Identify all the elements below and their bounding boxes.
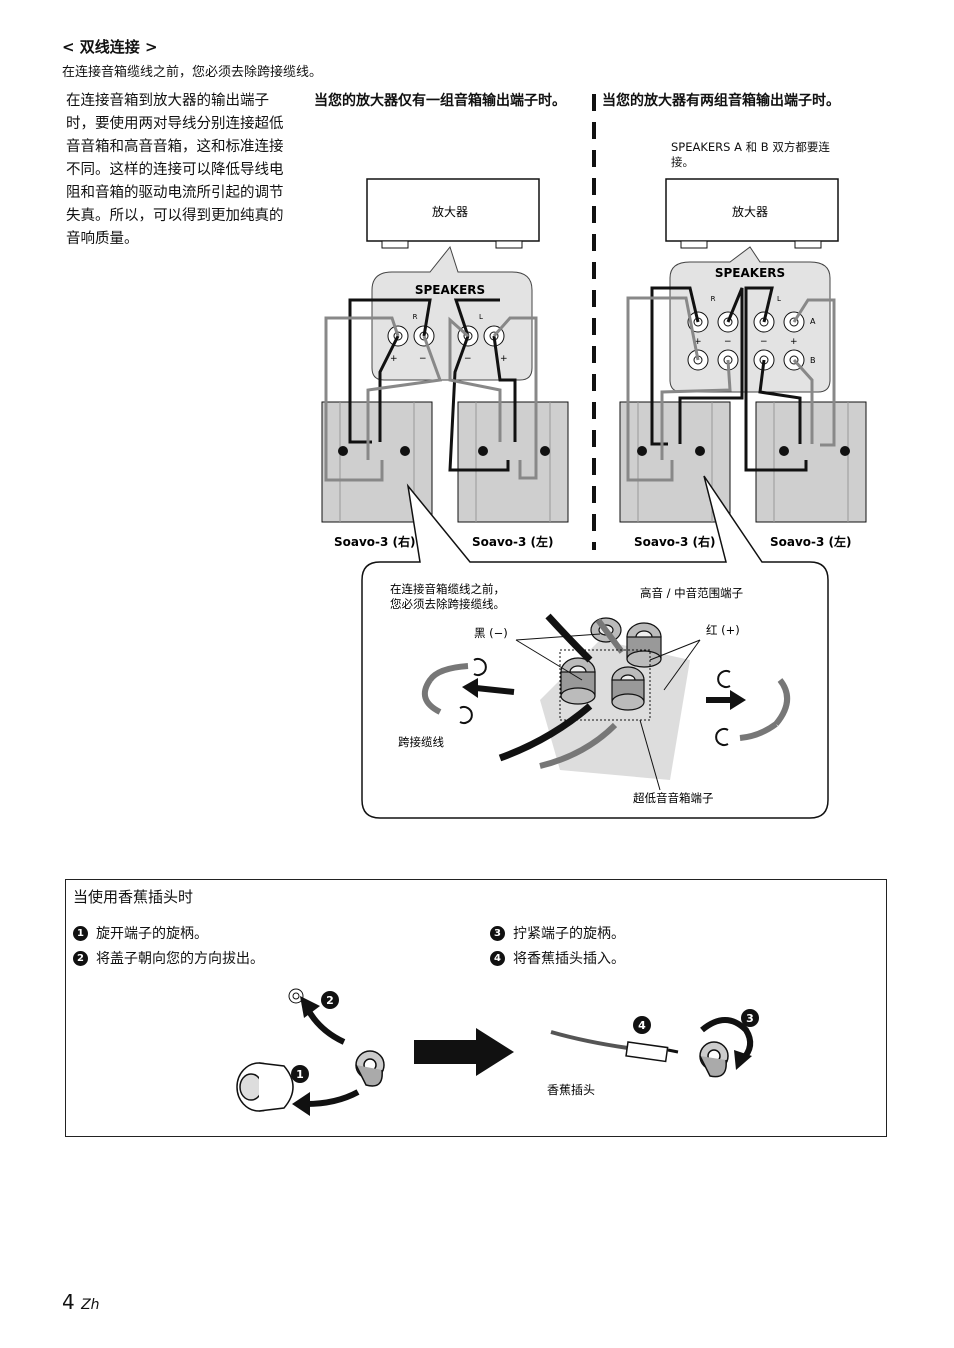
caption-right-1: Soavo-3 (右): [334, 534, 416, 549]
amplifier-left: 放大器: [366, 178, 540, 249]
step-1-marker: [291, 1065, 309, 1083]
step-1-text: 旋开端子的旋柄。: [96, 926, 208, 942]
svg-text:您必须去除跨接缆线。: 您必须去除跨接缆线。: [390, 597, 505, 611]
step-4-number: 4: [490, 950, 505, 966]
svg-text:+: +: [390, 354, 398, 364]
step-4: 4 将香蕉插头插入。: [490, 948, 625, 968]
amplifier-right: 放大器: [665, 178, 839, 249]
svg-text:3: 3: [746, 1012, 754, 1025]
banana-plug-icon: [550, 1030, 679, 1063]
step-3-text: 拧紧端子的旋柄。: [513, 926, 625, 942]
label-l-left: L: [479, 313, 483, 321]
svg-text:+: +: [694, 337, 702, 347]
screw-icon: [288, 988, 304, 1004]
speakers-label-right: SPEAKERS: [715, 266, 785, 280]
amp-label-left: 放大器: [432, 204, 468, 219]
caption-left-2: Soavo-3 (左): [770, 534, 852, 549]
svg-text:+: +: [500, 354, 508, 364]
step-4-marker: [633, 1016, 651, 1034]
terminal-detail-drawing: [421, 613, 790, 791]
svg-text:+: +: [790, 337, 798, 347]
caption-right-2: Soavo-3 (右): [634, 534, 716, 549]
intro-paragraph: 在连接音箱到放大器的输出端子时，要使用两对导线分别连接超低音音箱和高音音箱，这和…: [66, 93, 284, 247]
label-b: B: [810, 356, 816, 365]
step-4-text: 将香蕉插头插入。: [513, 951, 625, 967]
arrow-right-icon: [414, 1028, 514, 1076]
step-3-marker: [741, 1009, 759, 1027]
wiring-diagram: 放大器 SPEAKERS R L + − − +: [321, 178, 867, 819]
detail-jumper: 跨接缆线: [398, 735, 444, 749]
banana-title: 当使用香蕉插头时: [73, 888, 194, 906]
banana-illustration: 2 1 4 3 香蕉插头: [236, 988, 759, 1116]
step-2-marker: [321, 991, 339, 1009]
svg-text:−: −: [724, 337, 732, 347]
step-1-number: 1: [73, 925, 88, 941]
section-title: < 双线连接 >: [62, 38, 158, 56]
cap-icon: [236, 1062, 294, 1112]
right-column-heading: 当您的放大器有两组音箱输出端子时。: [602, 93, 840, 109]
terminal-knob-icon: [355, 1050, 385, 1087]
label-a: A: [810, 317, 816, 326]
svg-text:L: L: [777, 295, 781, 303]
cables-right: [626, 286, 836, 482]
step-3-number: 3: [490, 925, 505, 941]
step-1: 1 旋开端子的旋柄。: [73, 923, 208, 943]
svg-text:1: 1: [296, 1068, 304, 1081]
speaker-left-1: [457, 401, 569, 523]
right-column-note: SPEAKERS A 和 B 双方都要连接。: [671, 140, 830, 169]
step-3: 3 拧紧端子的旋柄。: [490, 923, 625, 943]
banana-plug-box: 当使用香蕉插头时 1 旋开端子的旋柄。 2 将盖子朝向您的方向拔出。 3 拧紧端…: [65, 879, 887, 1137]
column-separator: [592, 94, 596, 550]
panel-left: [371, 245, 533, 381]
svg-text:−: −: [419, 354, 427, 364]
cables-left: [324, 298, 538, 482]
detail-woofer: 超低音音箱端子: [633, 791, 714, 805]
step-2-number: 2: [73, 950, 88, 966]
detail-red: 红 (+): [706, 623, 740, 637]
svg-text:4: 4: [638, 1019, 646, 1032]
svg-text:2: 2: [326, 994, 334, 1007]
section-subtitle: 在连接音箱缆线之前，您必须去除跨接缆线。: [62, 65, 323, 80]
svg-text:−: −: [760, 337, 768, 347]
amp-label-right: 放大器: [732, 204, 768, 219]
caption-left-1: Soavo-3 (左): [472, 534, 554, 549]
left-column-heading: 当您的放大器仅有一组音箱输出端子时。: [314, 93, 566, 109]
speakers-label-left: SPEAKERS: [415, 283, 485, 297]
detail-high-mid: 高音 / 中音范围端子: [640, 586, 743, 600]
detail-black: 黑 (−): [474, 626, 508, 640]
step-2-text: 将盖子朝向您的方向拔出。: [96, 951, 264, 967]
banana-plug-label: 香蕉插头: [547, 1083, 595, 1097]
page-number: 4 Zh: [62, 1290, 100, 1314]
svg-text:R: R: [711, 295, 716, 303]
svg-text:−: −: [464, 354, 472, 364]
label-r-left: R: [413, 313, 418, 321]
step-2: 2 将盖子朝向您的方向拔出。: [73, 948, 264, 968]
terminal-tighten-icon: [699, 1041, 729, 1078]
detail-note: 在连接音箱缆线之前，: [390, 582, 505, 596]
